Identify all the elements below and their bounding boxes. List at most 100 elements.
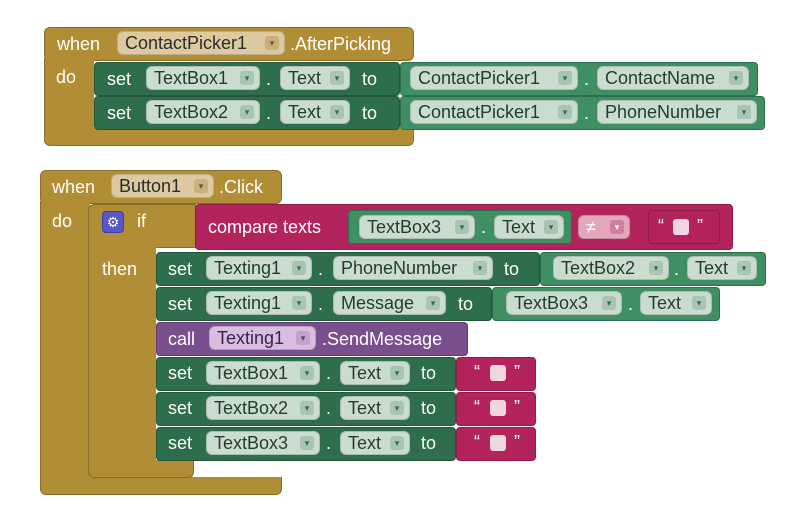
- event-block-afterpicking-footer: [44, 128, 414, 146]
- empty-text-block[interactable]: [456, 357, 536, 391]
- open-quote: “: [658, 216, 664, 236]
- close-quote: ”: [514, 432, 520, 452]
- component-dropdown-contactpicker1[interactable]: ContactPicker1 ▾: [117, 31, 285, 55]
- dot-separator: .: [318, 294, 324, 314]
- chevron-down-icon: ▾: [330, 105, 344, 119]
- close-quote: ”: [514, 397, 520, 417]
- dot-separator: .: [326, 433, 332, 453]
- set-keyword: set: [168, 363, 193, 383]
- chevron-down-icon: ▾: [602, 296, 616, 310]
- chevron-down-icon: ▾: [330, 71, 344, 85]
- property-dropdown[interactable]: ContactName ▾: [597, 66, 749, 90]
- component-dropdown[interactable]: TextBox3 ▾: [359, 215, 475, 239]
- if-keyword: if: [137, 211, 146, 231]
- property-dropdown[interactable]: PhoneNumber ▾: [333, 256, 493, 280]
- to-keyword: to: [362, 69, 378, 89]
- dot-separator: .: [481, 217, 487, 237]
- empty-text-field[interactable]: [490, 400, 506, 416]
- event-name: .AfterPicking: [290, 34, 392, 54]
- property-dropdown[interactable]: Text ▾: [494, 215, 564, 239]
- dot-separator: .: [584, 69, 590, 89]
- when-keyword: when: [52, 177, 96, 197]
- component-dropdown[interactable]: TextBox2 ▾: [553, 256, 669, 280]
- set-keyword: set: [168, 259, 193, 279]
- component-dropdown[interactable]: Texting1 ▾: [206, 256, 312, 280]
- event-block-click-body: [40, 201, 90, 479]
- chevron-down-icon: ▾: [737, 105, 751, 119]
- set-keyword: set: [168, 398, 193, 418]
- component-dropdown[interactable]: Texting1 ▾: [206, 291, 312, 315]
- method-name: .SendMessage: [322, 329, 443, 349]
- open-quote: “: [474, 362, 480, 382]
- operator-dropdown[interactable]: ≠ ▾: [578, 215, 630, 239]
- property-dropdown[interactable]: Text ▾: [280, 66, 350, 90]
- chevron-down-icon: ▾: [390, 366, 404, 380]
- component-dropdown[interactable]: TextBox1 ▾: [206, 361, 320, 385]
- chevron-down-icon: ▾: [240, 71, 254, 85]
- chevron-down-icon: ▾: [240, 105, 254, 119]
- chevron-down-icon: ▾: [265, 36, 279, 50]
- to-keyword: to: [504, 259, 520, 279]
- chevron-down-icon: ▾: [194, 179, 208, 193]
- chevron-down-icon: ▾: [558, 105, 572, 119]
- component-dropdown-button1[interactable]: Button1 ▾: [111, 174, 214, 198]
- dot-separator: .: [584, 103, 590, 123]
- open-quote: “: [474, 397, 480, 417]
- chevron-down-icon: ▾: [692, 296, 706, 310]
- property-dropdown[interactable]: PhoneNumber ▾: [597, 100, 757, 124]
- call-keyword: call: [168, 329, 196, 349]
- open-quote: “: [474, 432, 480, 452]
- chevron-down-icon: ▾: [610, 220, 624, 234]
- close-quote: ”: [697, 216, 703, 236]
- property-dropdown[interactable]: Text ▾: [280, 100, 350, 124]
- chevron-down-icon: ▾: [455, 220, 469, 234]
- chevron-down-icon: ▾: [300, 436, 314, 450]
- component-dropdown[interactable]: ContactPicker1 ▾: [410, 66, 578, 90]
- property-dropdown[interactable]: Text ▾: [340, 361, 410, 385]
- if-block-body: [88, 246, 156, 464]
- to-keyword: to: [421, 398, 437, 418]
- chevron-down-icon: ▾: [292, 261, 306, 275]
- set-keyword: set: [168, 294, 193, 314]
- property-dropdown[interactable]: Text ▾: [340, 431, 410, 455]
- property-dropdown[interactable]: Text ▾: [640, 291, 712, 315]
- component-dropdown[interactable]: Texting1 ▾: [209, 326, 316, 350]
- component-dropdown[interactable]: ContactPicker1 ▾: [410, 100, 578, 124]
- property-dropdown[interactable]: Text ▾: [687, 256, 757, 280]
- event-name: .Click: [219, 177, 263, 197]
- set-keyword: set: [168, 433, 193, 453]
- chevron-down-icon: ▾: [649, 261, 663, 275]
- compare-texts-label: compare texts: [208, 217, 322, 237]
- chevron-down-icon: ▾: [426, 296, 440, 310]
- set-keyword: set: [107, 103, 132, 123]
- empty-text-field[interactable]: [490, 435, 506, 451]
- chevron-down-icon: ▾: [390, 436, 404, 450]
- event-block-afterpicking-body: [44, 58, 94, 130]
- dot-separator: .: [266, 69, 272, 89]
- component-dropdown[interactable]: TextBox2 ▾: [206, 396, 320, 420]
- dot-separator: .: [326, 398, 332, 418]
- component-dropdown[interactable]: TextBox2 ▾: [146, 100, 260, 124]
- dot-separator: .: [318, 259, 324, 279]
- gear-icon[interactable]: ⚙: [102, 211, 124, 233]
- close-quote: ”: [514, 362, 520, 382]
- do-keyword: do: [56, 67, 77, 87]
- chevron-down-icon: ▾: [729, 71, 743, 85]
- to-keyword: to: [421, 433, 437, 453]
- chevron-down-icon: ▾: [390, 401, 404, 415]
- empty-text-field[interactable]: [673, 219, 689, 235]
- chevron-down-icon: ▾: [292, 296, 306, 310]
- empty-text-field[interactable]: [490, 365, 506, 381]
- do-keyword: do: [52, 211, 73, 231]
- chevron-down-icon: ▾: [473, 261, 487, 275]
- dot-separator: .: [674, 259, 680, 279]
- to-keyword: to: [421, 363, 437, 383]
- component-dropdown[interactable]: TextBox1 ▾: [146, 66, 260, 90]
- chevron-down-icon: ▾: [737, 261, 751, 275]
- property-dropdown[interactable]: Text ▾: [340, 396, 410, 420]
- component-dropdown[interactable]: TextBox3 ▾: [506, 291, 622, 315]
- property-dropdown[interactable]: Message ▾: [333, 291, 446, 315]
- chevron-down-icon: ▾: [296, 331, 310, 345]
- component-dropdown[interactable]: TextBox3 ▾: [206, 431, 320, 455]
- chevron-down-icon: ▾: [300, 366, 314, 380]
